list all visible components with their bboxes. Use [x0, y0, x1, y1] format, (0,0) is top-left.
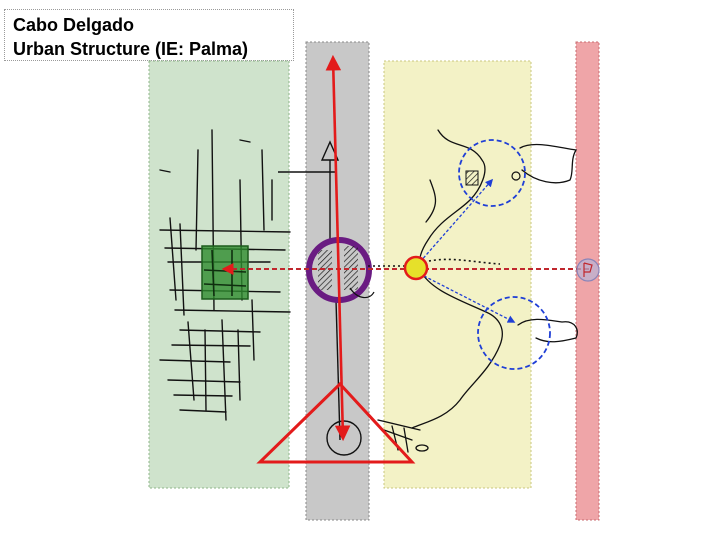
coastal-settlement-north: [458, 139, 526, 207]
coastal-node: [403, 255, 429, 281]
link-arrow-north: [419, 178, 494, 263]
sea-node: [576, 258, 600, 282]
title-line-1: Cabo Delgado: [13, 15, 135, 35]
title-box: Cabo Delgado Urban Structure (IE: Palma): [4, 9, 294, 61]
zone-band-gray: [305, 41, 370, 521]
title-line-2: Urban Structure (IE: Palma): [13, 39, 249, 59]
coastal-settlement-south: [477, 296, 551, 370]
link-arrow-south: [423, 275, 516, 323]
sketch-coastline: [377, 129, 578, 453]
triangle-zone: [256, 381, 416, 464]
dotted-connector: [368, 258, 501, 267]
urban-center-node: [201, 245, 249, 300]
north-south-axis: [325, 54, 351, 442]
